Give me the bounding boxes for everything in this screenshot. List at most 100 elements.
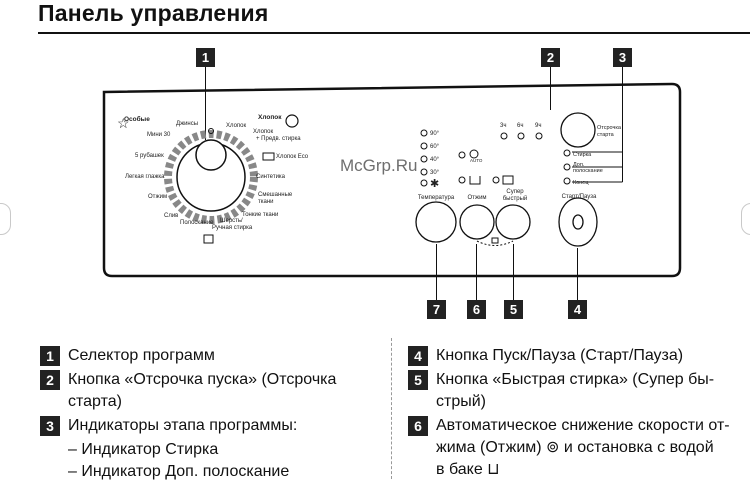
dial-label-cotton-prewash-2: + Предв. стирка: [256, 136, 301, 142]
dial-label-mixed-1: Смешанные: [258, 192, 293, 198]
temperature-indicators: 90° 60° 40° 30° ✱: [420, 129, 440, 190]
legend-text-3: Индикаторы этапа программы:: [68, 417, 298, 434]
page-title: Панель управления: [38, 0, 269, 26]
legend-text-6-line-1: Автоматическое снижение скорости от-: [436, 417, 730, 434]
callout-6: 6: [467, 244, 486, 319]
eco-tub-icon: [262, 152, 275, 161]
delay-time-labels: 3ч 6ч 9ч: [500, 123, 543, 140]
temperature-button-label: Температура: [418, 195, 455, 201]
quick-wash-button: Супер быстрый: [495, 189, 531, 240]
legend-right: 4 Кнопка Пуск/Пауза (Старт/Пауза) 5 Кноп…: [408, 345, 750, 483]
stage-wash: Стирка: [573, 152, 592, 158]
legend-text-6-line-2: жима (Отжим) ⊚ и остановка с водой: [436, 439, 714, 456]
legend-text-6: Автоматическое снижение скорости от- жим…: [436, 415, 730, 481]
water-stop-icon: [469, 176, 481, 185]
callout-7-label: 7: [433, 302, 440, 317]
dial-label-cotton-prewash-1: Хлопок: [253, 129, 273, 135]
callout-5: 5: [504, 244, 523, 319]
delay-3h: 3ч: [500, 123, 506, 129]
star-icon: ☆: [117, 115, 130, 131]
dial-label-cotton-head: Хлопок: [258, 114, 282, 121]
temp-40: 40°: [430, 157, 440, 163]
legend-text-4: Кнопка Пуск/Пауза (Старт/Пауза): [436, 347, 684, 364]
dial-label-synthetic: Синтетика: [256, 174, 286, 180]
legend-left: 1 Селектор программ 2 Кнопка «Отсрочка п…: [40, 345, 380, 483]
dial-label-wool-2: Ручная стирка: [212, 225, 253, 231]
stage-rinse-2: полоскание: [573, 168, 603, 174]
quick-button-label-1: Супер: [506, 189, 524, 195]
legend-text-5-line-1: Кнопка «Быстрая стирка» (Супер бы-: [436, 371, 715, 388]
panel-outline: [102, 82, 682, 278]
legend-sub-2: – Индикатор Доп. полоскание: [68, 463, 290, 480]
delay-button-label-1: Отсрочка: [597, 125, 622, 131]
callout-5-label: 5: [510, 302, 517, 317]
start-pause-button: Старт/Пауза: [558, 194, 598, 247]
program-selector-dial: [164, 128, 258, 224]
legend-item-4: 4 Кнопка Пуск/Пауза (Старт/Пауза): [408, 345, 750, 367]
callout-2: 2: [541, 48, 560, 110]
dial-label-cotton-eco: Хлопок Eco: [276, 154, 309, 160]
quick-button-label-2: быстрый: [503, 195, 528, 202]
callout-3: 3: [572, 48, 632, 183]
callout-2-label: 2: [547, 50, 554, 65]
stage-rinse-1: Доп.: [573, 162, 585, 168]
callout-6-label: 6: [473, 302, 480, 317]
callout-3-label: 3: [619, 50, 626, 65]
dial-label-drain: Слив: [164, 213, 178, 219]
title-underline: [38, 32, 750, 34]
stage-end: Конец: [573, 180, 589, 186]
legend-item-6: 6 Автоматическое снижение скорости от- ж…: [408, 415, 750, 481]
watermark: McGrp.Ru: [340, 156, 418, 175]
legend-item-2: 2 Кнопка «Отсрочка пуска» (Отсрочка стар…: [40, 369, 380, 413]
callout-1: 1: [196, 48, 215, 140]
legend-text-5: Кнопка «Быстрая стирка» (Супер бы- стрый…: [436, 369, 714, 413]
temp-90: 90°: [430, 131, 440, 137]
legend-badge-3: 3: [40, 416, 60, 436]
callout-4: 4: [568, 248, 587, 319]
legend-badge-6: 6: [408, 416, 428, 436]
spin-auto-label: AUTO: [470, 158, 483, 163]
start-button-label: Старт/Пауза: [562, 194, 597, 200]
tub-icon: [502, 175, 514, 185]
dial-label-5shirts: 5 рубашек: [135, 153, 164, 159]
legend-text-6-line-3: в баке ⊔: [436, 461, 500, 478]
delay-start-button: [560, 112, 596, 148]
legend-badge-1: 1: [40, 346, 60, 366]
legend-item-3: 3 Индикаторы этапа программы:: [40, 415, 380, 437]
legend-text-1: Селектор программ: [68, 347, 215, 364]
delay-button-label-2: старта: [597, 132, 615, 138]
handwash-icon: [203, 234, 214, 244]
legend-badge-4: 4: [408, 346, 428, 366]
legend-text-2-line-1: Кнопка «Отсрочка пуска» (Отсрочка: [68, 371, 337, 388]
temperature-button: Температура: [415, 195, 457, 243]
callout-1-label: 1: [202, 50, 209, 65]
legend-item-5: 5 Кнопка «Быстрая стирка» (Супер бы- стр…: [408, 369, 750, 413]
legend-badge-5: 5: [408, 370, 428, 390]
dial-label-jeans: Джинсы: [176, 121, 198, 127]
legend-divider: [391, 338, 393, 479]
dial-label-rinse: Полоскание: [180, 220, 214, 226]
leaf-icon: [285, 114, 299, 128]
dial-label-easy-iron: Легкая глажка: [125, 174, 165, 180]
delay-6h: 6ч: [517, 123, 523, 129]
delay-9h: 9ч: [535, 123, 541, 129]
legend-item-1: 1 Селектор программ: [40, 345, 380, 367]
spin-indicators: AUTO: [458, 149, 514, 185]
dial-label-delicates: Тонкие ткани: [242, 212, 278, 218]
callout-4-label: 4: [574, 302, 582, 317]
temp-30: 30°: [430, 170, 440, 176]
spin-auto-icon: [469, 149, 479, 159]
combo-indicator: [476, 237, 514, 246]
legend-text-2: Кнопка «Отсрочка пуска» (Отсрочка старта…: [68, 369, 336, 413]
cold-icon: ✱: [430, 178, 439, 190]
dial-label-special: Особые: [124, 115, 150, 123]
dial-label-cotton: Хлопок: [226, 123, 246, 129]
dial-label-spin: Отжим: [148, 194, 167, 200]
stage-indicators: Стирка Доп. полоскание Конец: [563, 149, 603, 186]
callout-7: 7: [427, 244, 446, 319]
temp-60: 60°: [430, 144, 440, 150]
control-panel-diagram: 1 2 3 7 6 5 4: [102, 48, 682, 319]
dial-label-mini30: Мини 30: [147, 132, 171, 138]
spin-button: Отжим: [459, 195, 495, 240]
dial-label-mixed-2: ткани: [258, 199, 274, 205]
